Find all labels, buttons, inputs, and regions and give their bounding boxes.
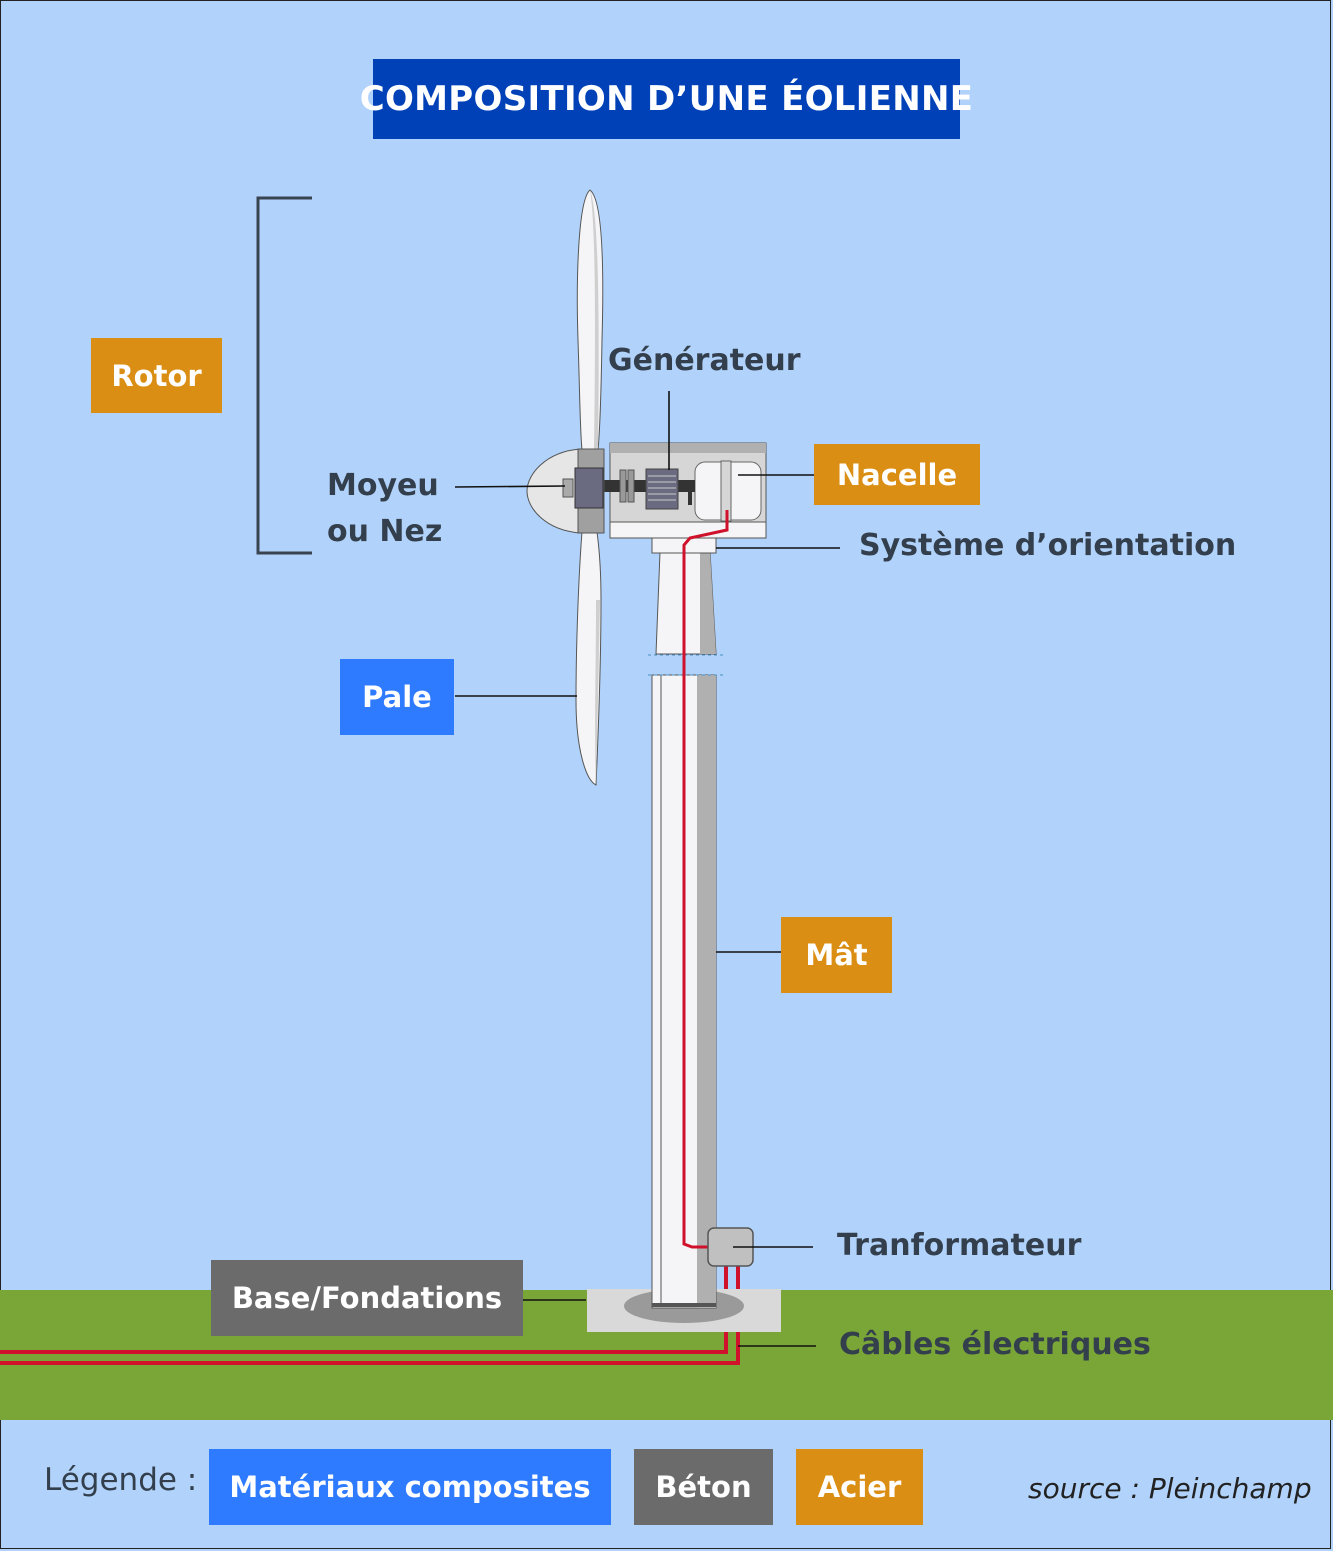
mast [648,551,726,1309]
rotor-tag: Rotor [91,338,222,413]
source-credit: source : Pleinchamp [1028,1472,1312,1505]
legend-label: Légende : [44,1462,198,1498]
generator [595,468,695,510]
cables-label: Câbles électriques [839,1327,1151,1362]
legend-steel: Acier [796,1449,923,1525]
foundation-tag: Base/Fondations [211,1260,523,1336]
leader-lines [454,391,840,1347]
transformer-label: Tranformateur [837,1228,1082,1263]
legend-concrete: Béton [634,1449,773,1525]
nacelle-tag: Nacelle [814,444,980,505]
generator-label: Générateur [608,343,801,378]
mast-tag: Mât [781,917,892,993]
hub [526,448,605,534]
rotor-bracket [256,196,312,555]
internal-cable [682,510,729,1249]
yaw-system-label: Système d’orientation [859,528,1237,563]
blades [575,189,604,786]
hub-label-line1: Moyeu [327,468,439,503]
page-title: COMPOSITION D’UNE ÉOLIENNE [360,59,973,139]
legend-composite: Matériaux composites [209,1449,611,1525]
hub-label-line2: ou Nez [327,514,443,549]
blade-tag: Pale [340,659,454,735]
